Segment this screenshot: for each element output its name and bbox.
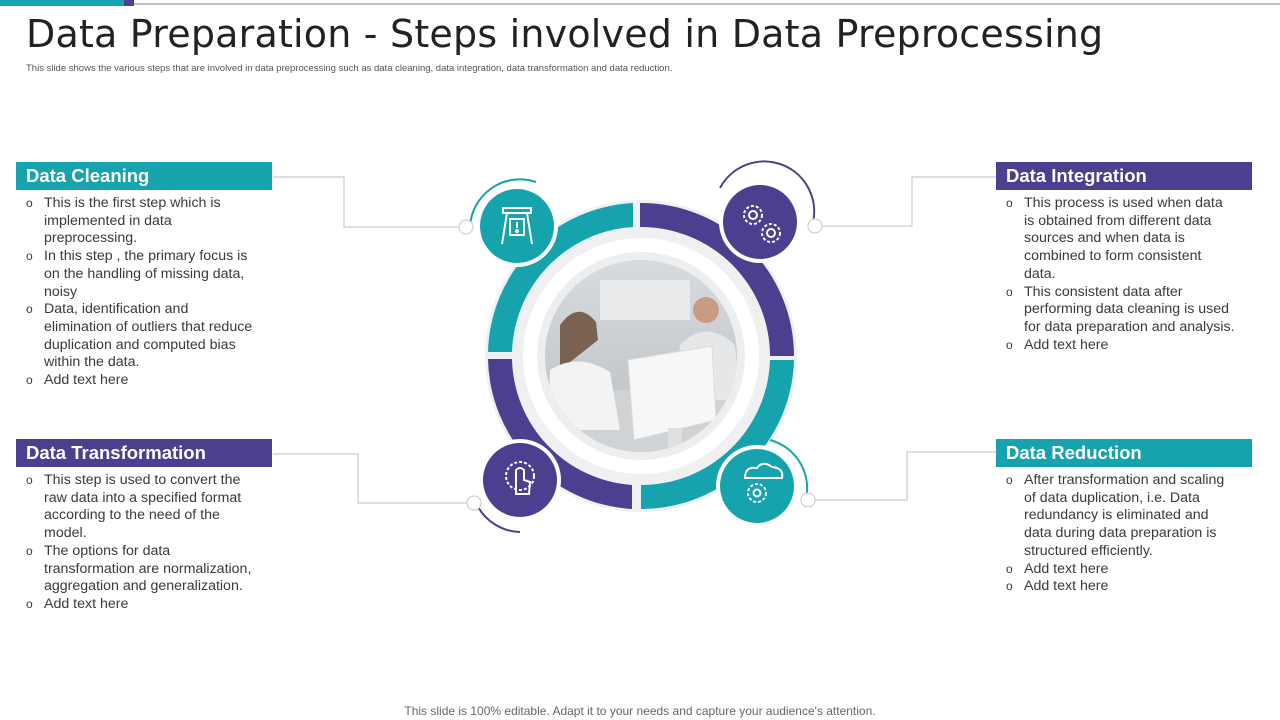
list-item: This is the first step which is implemen… [16, 195, 256, 248]
list-item: Add text here [16, 372, 256, 390]
list-data-transformation: This step is used to convert the raw dat… [16, 472, 256, 614]
footer-note: This slide is 100% editable. Adapt it to… [404, 704, 876, 718]
list-item: This process is used when data is obtain… [996, 195, 1236, 284]
list-item: This step is used to convert the raw dat… [16, 472, 256, 543]
connector-dot-transformation [466, 495, 482, 511]
integration-icon-badge [719, 181, 801, 263]
list-item: Add text here [16, 596, 256, 614]
list-data-integration: This process is used when data is obtain… [996, 195, 1236, 354]
page-title: Data Preparation - Steps involved in Dat… [26, 12, 1104, 56]
ring-segment-integration [640, 202, 794, 356]
list-item: The options for data transformation are … [16, 543, 256, 596]
list-data-reduction: After transformation and scaling of data… [996, 472, 1236, 596]
list-item: Data, identification and elimination of … [16, 301, 256, 372]
gears-icon [743, 205, 781, 243]
list-item: Add text here [996, 337, 1236, 355]
ring-segment-cleaning [488, 203, 633, 352]
list-item: Add text here [996, 578, 1236, 596]
heading-data-integration: Data Integration [996, 162, 1252, 190]
connector-reduction [808, 451, 996, 501]
list-item: This consistent data after performing da… [996, 284, 1236, 337]
arc-accent-reduction [769, 439, 809, 500]
page-subtitle: This slide shows the various steps that … [26, 63, 673, 74]
office-photo [545, 260, 737, 452]
connector-dot-cleaning [458, 219, 474, 235]
list-data-cleaning: This is the first step which is implemen… [16, 195, 256, 390]
connector-dot-integration [807, 218, 823, 234]
list-item: In this step , the primary focus is on t… [16, 248, 256, 301]
heading-data-cleaning: Data Cleaning [16, 162, 272, 190]
arc-accent-integration [719, 160, 816, 227]
list-item: After transformation and scaling of data… [996, 472, 1236, 561]
connector-dot-reduction [800, 492, 816, 508]
top-accent-teal [0, 0, 124, 6]
arc-accent-cleaning [469, 178, 537, 228]
touch-hand-icon [505, 461, 535, 495]
transformation-icon-badge [479, 439, 561, 521]
reduction-icon-badge [716, 445, 798, 527]
connector-transformation [273, 453, 474, 504]
heading-data-reduction: Data Reduction [996, 439, 1252, 467]
stool-icon [501, 207, 533, 245]
cloud-gear-icon [743, 462, 784, 503]
connector-integration [815, 176, 996, 227]
heading-data-transformation: Data Transformation [16, 439, 272, 467]
list-item: Add text here [996, 561, 1236, 579]
cleaning-icon-badge [476, 185, 558, 267]
top-rule [0, 3, 1280, 5]
connector-cleaning [273, 176, 466, 228]
top-accent-purple [124, 0, 134, 6]
